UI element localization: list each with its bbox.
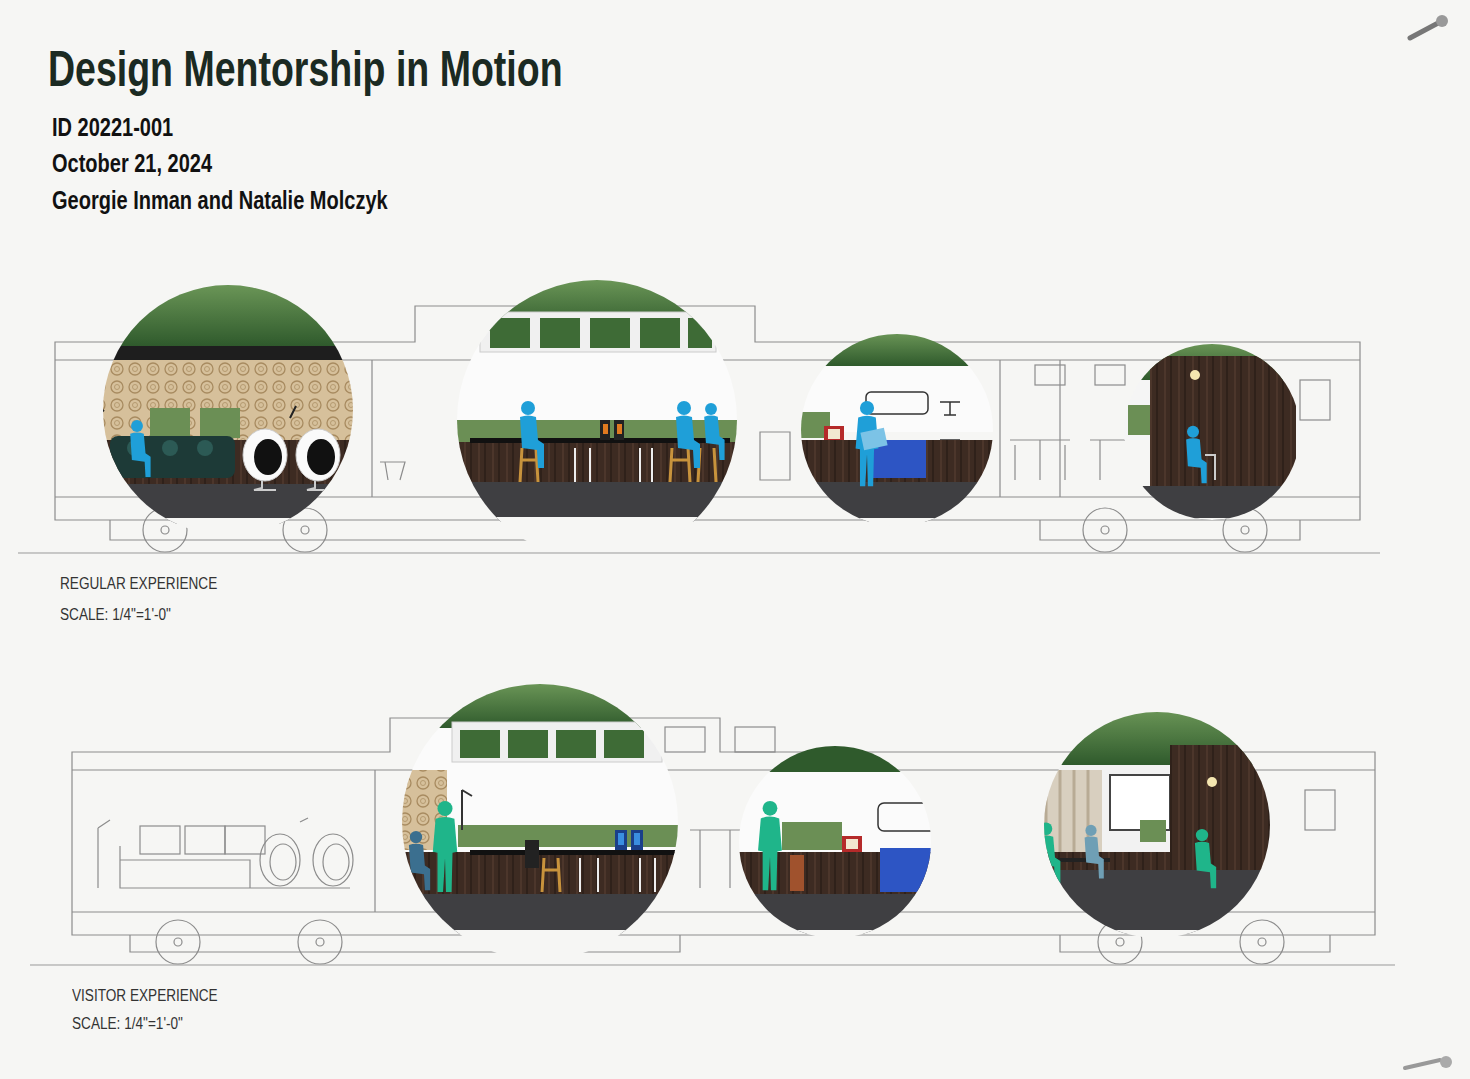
scale-note: SCALE: 1/4"=1'-0" bbox=[60, 606, 171, 624]
project-info: October 21, 2024 bbox=[52, 149, 212, 178]
board-title: Design Mentorship in Motion bbox=[48, 40, 563, 98]
project-info: Georgie Inman and Natalie Molczyk bbox=[52, 186, 388, 215]
scale-note: SCALE: 1/4"=1'-0" bbox=[72, 1015, 183, 1033]
view-label: REGULAR EXPERIENCE bbox=[60, 575, 217, 593]
project-info: ID 20221-001 bbox=[52, 113, 173, 142]
view-label: VISITOR EXPERIENCE bbox=[72, 987, 218, 1005]
